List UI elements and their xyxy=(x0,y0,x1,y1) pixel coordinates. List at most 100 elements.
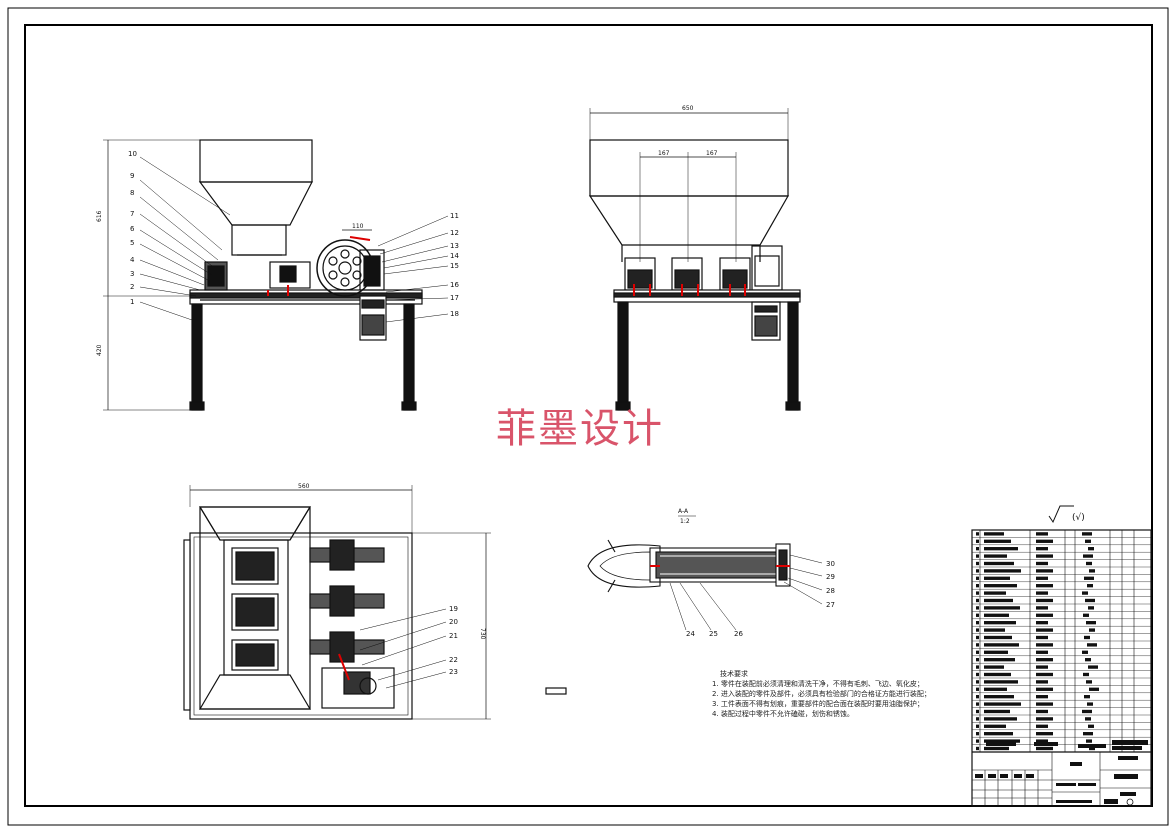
parts-cell-mark xyxy=(976,702,979,706)
balloon-3: 3 xyxy=(130,270,134,278)
parts-cell-mark xyxy=(1036,598,1053,603)
balloon-30: 30 xyxy=(826,560,835,568)
parts-cell-mark xyxy=(1082,591,1088,595)
roughness-icon xyxy=(1048,505,1074,524)
section-label: A-A xyxy=(678,508,689,515)
balloon-7: 7 xyxy=(130,210,134,218)
parts-cell-mark xyxy=(984,606,1020,610)
parts-cell-mark xyxy=(1089,628,1095,632)
tech-note-line: 4. 装配过程中零件不允许磕碰，划伤和锈蚀。 xyxy=(712,710,854,718)
parts-cell-mark xyxy=(976,672,979,677)
parts-cell-mark xyxy=(1036,658,1053,662)
parts-cell-mark xyxy=(984,635,1012,640)
parts-cell-mark xyxy=(1087,702,1093,706)
parts-cell-mark xyxy=(1036,687,1053,691)
parts-cell-mark xyxy=(984,547,1018,551)
parts-cell-mark xyxy=(1086,680,1092,684)
parts-cell-mark xyxy=(1036,680,1048,684)
parts-cell-mark xyxy=(984,702,1021,706)
balloon-22: 22 xyxy=(449,656,458,664)
parts-cell-mark xyxy=(1036,732,1053,736)
parts-cell-mark xyxy=(1089,569,1095,573)
balloon-12: 12 xyxy=(450,229,459,237)
parts-cell-mark xyxy=(1036,621,1048,625)
parts-cell-mark xyxy=(1085,658,1091,662)
title-block-marks xyxy=(975,740,1148,806)
parts-cell-mark xyxy=(1084,695,1090,699)
parts-cell-mark xyxy=(1082,709,1092,714)
parts-cell-mark xyxy=(984,724,1006,728)
roughness-note: (√) xyxy=(1072,512,1085,523)
balloon-24: 24 xyxy=(686,630,695,638)
balloon-4: 4 xyxy=(130,256,135,264)
parts-cell-mark xyxy=(1036,591,1048,595)
balloon-27: 27 xyxy=(826,601,835,609)
parts-cell-mark xyxy=(1086,561,1092,566)
parts-cell-mark xyxy=(1036,584,1053,588)
parts-cell-mark xyxy=(984,643,1019,647)
balloon-26: 26 xyxy=(734,630,743,638)
parts-cell-mark xyxy=(1083,613,1089,617)
parts-cell-mark xyxy=(976,584,979,588)
balloon-2: 2 xyxy=(130,283,134,291)
parts-cell-mark xyxy=(1086,739,1092,743)
parts-cell-mark xyxy=(976,643,979,647)
parts-cell-mark xyxy=(1088,547,1094,551)
parts-cell-mark xyxy=(984,613,1009,617)
parts-cell-mark xyxy=(976,547,979,551)
parts-cell-mark xyxy=(1087,584,1093,588)
balloon-1: 1 xyxy=(130,298,134,306)
parts-cell-mark xyxy=(976,561,979,566)
parts-cell-mark xyxy=(984,539,1011,543)
parts-cell-mark xyxy=(1088,606,1094,610)
parts-cell-mark xyxy=(984,621,1016,625)
parts-cell-mark xyxy=(1036,569,1053,573)
balloon-11: 11 xyxy=(450,212,459,220)
parts-cell-mark xyxy=(1088,724,1094,728)
tech-note-line: 1. 零件在装配前必须清理和清洗干净，不得有毛刺、飞边、氧化皮； xyxy=(712,680,924,688)
section-view xyxy=(587,515,823,631)
parts-cell-mark xyxy=(1036,717,1053,721)
parts-cell-mark xyxy=(1036,650,1048,654)
parts-cell-mark xyxy=(976,606,979,610)
balloon-18: 18 xyxy=(450,310,459,318)
parts-cell-mark xyxy=(1082,650,1088,654)
parts-cell-mark xyxy=(1036,672,1053,677)
parts-cell-mark xyxy=(1089,746,1095,751)
small-part-detail xyxy=(545,687,567,695)
parts-cell-mark xyxy=(1086,621,1096,625)
parts-cell-mark xyxy=(1036,561,1048,566)
front-view xyxy=(588,108,801,411)
parts-cell-mark xyxy=(1085,717,1091,721)
parts-cell-mark xyxy=(976,576,979,580)
balloon-19: 19 xyxy=(449,605,458,613)
parts-cell-mark xyxy=(984,598,1013,603)
parts-cell-mark xyxy=(976,709,979,714)
parts-cell-mark xyxy=(1036,547,1048,551)
parts-cell-mark xyxy=(976,658,979,662)
tech-note-line: 3. 工件表面不得有划痕，重要部件的配合面在装配时要用油脂保护； xyxy=(712,700,924,708)
balloon-28: 28 xyxy=(826,587,835,595)
parts-cell-mark xyxy=(1085,598,1095,603)
dim-side-small: 110 xyxy=(352,223,364,230)
parts-cell-mark xyxy=(1087,643,1097,647)
parts-cell-mark xyxy=(984,732,1013,736)
parts-cell-mark xyxy=(976,687,979,691)
parts-cell-mark xyxy=(976,717,979,721)
parts-cell-mark xyxy=(1036,746,1053,751)
balloon-29: 29 xyxy=(826,573,835,581)
parts-cell-mark xyxy=(1082,532,1092,536)
dim-top-height: 730 xyxy=(479,628,486,640)
parts-cell-mark xyxy=(1085,539,1091,543)
tech-note-line: 2. 进入装配的零件及部件，必须具有检验部门的合格证方能进行装配； xyxy=(712,690,931,698)
parts-cell-mark xyxy=(984,628,1005,632)
parts-cell-mark xyxy=(984,591,1006,595)
parts-cell-mark xyxy=(1036,613,1053,617)
parts-cell-mark xyxy=(976,732,979,736)
dim-front-pitch-1: 167 xyxy=(658,150,670,157)
dim-side-height-bottom: 420 xyxy=(96,344,103,356)
parts-cell-mark xyxy=(976,635,979,640)
parts-cell-mark xyxy=(1036,606,1048,610)
parts-cell-mark xyxy=(976,621,979,625)
